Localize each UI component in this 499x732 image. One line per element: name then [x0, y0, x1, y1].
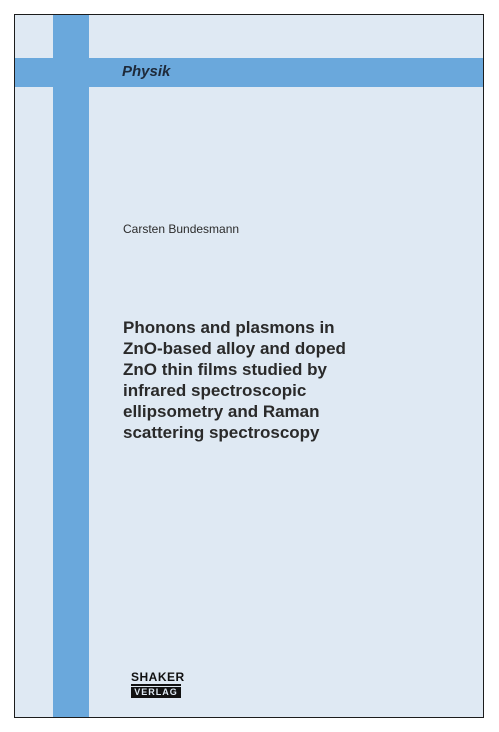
title-line: Phonons and plasmons in [123, 318, 335, 337]
vertical-blue-stripe [53, 15, 89, 717]
title-line: ZnO-based alloy and doped [123, 339, 346, 358]
title-line: ellipsometry and Raman [123, 402, 320, 421]
book-cover: Physik Carsten Bundesmann Phonons and pl… [14, 14, 484, 718]
author-name: Carsten Bundesmann [123, 222, 240, 236]
publisher-logo-bottom: VERLAG [131, 687, 181, 698]
horizontal-blue-stripe [15, 58, 483, 87]
publisher-logo: SHAKER VERLAG [131, 670, 185, 698]
publisher-logo-top: SHAKER [131, 670, 185, 686]
book-title: Phonons and plasmons in ZnO-based alloy … [123, 317, 468, 443]
series-label: Physik [122, 63, 171, 80]
title-line: ZnO thin films studied by [123, 360, 327, 379]
title-line: infrared spectroscopic [123, 381, 307, 400]
title-line: scattering spectroscopy [123, 423, 320, 442]
